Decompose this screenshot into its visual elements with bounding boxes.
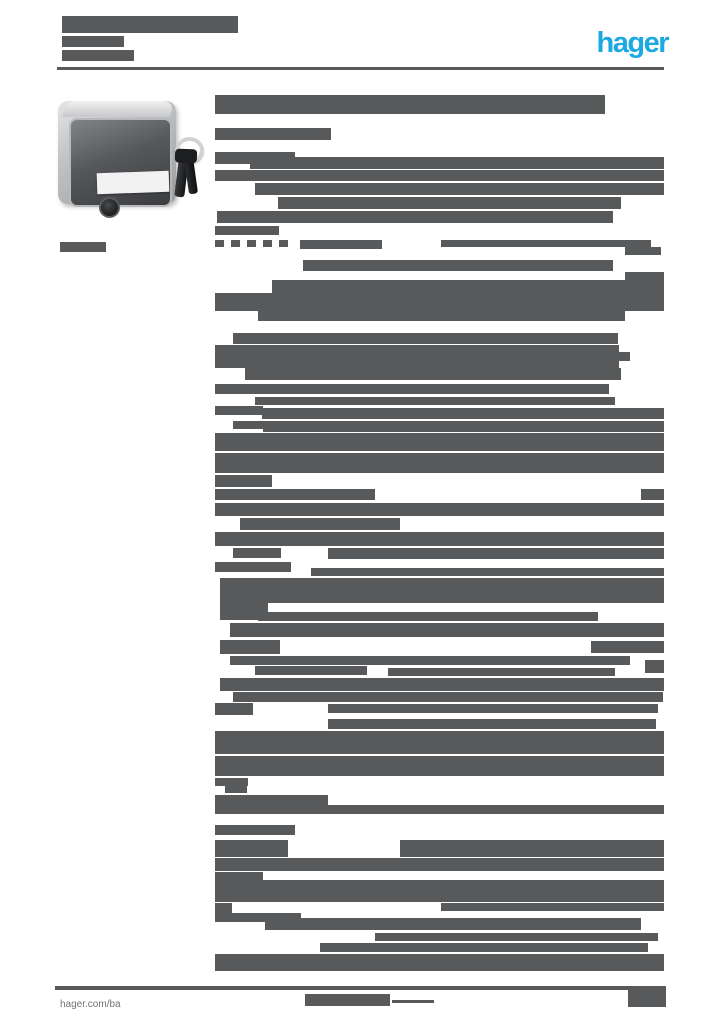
redacted-text-bar <box>215 795 328 805</box>
redacted-text-bar <box>215 240 224 247</box>
redacted-text-bar <box>215 954 664 971</box>
hager-logo: hager <box>596 27 670 59</box>
redacted-text-bar <box>255 666 367 675</box>
redacted-text-bar <box>55 986 666 990</box>
redacted-text-bar <box>263 880 664 902</box>
redacted-text-bar <box>215 128 331 140</box>
redacted-text-bar <box>215 903 232 916</box>
redacted-text-bar <box>265 918 641 930</box>
redacted-text-bar <box>400 840 664 857</box>
redacted-text-bar <box>262 408 664 419</box>
redacted-text-bar <box>233 692 663 702</box>
redacted-text-bar <box>641 489 664 500</box>
key-head-icon <box>174 148 198 164</box>
redacted-text-bar <box>215 384 609 394</box>
product-label-strip <box>96 170 170 195</box>
keys-image <box>171 137 204 207</box>
redacted-text-bar <box>215 503 664 516</box>
redacted-text-bar <box>258 311 625 321</box>
redacted-text-bar <box>215 433 664 451</box>
redacted-text-bar <box>591 641 664 653</box>
redacted-text-bar <box>57 67 664 70</box>
redacted-text-bar <box>215 345 619 368</box>
redacted-text-bar <box>392 1000 434 1003</box>
redacted-text-bar <box>220 640 280 654</box>
redacted-text-bar <box>300 240 382 249</box>
redacted-text-bar <box>258 612 598 621</box>
redacted-text-bar <box>255 183 664 195</box>
redacted-text-bar <box>272 280 664 293</box>
redacted-text-bar <box>215 95 605 114</box>
redacted-text-bar <box>60 242 106 252</box>
redacted-text-bar <box>215 475 272 487</box>
redacted-text-bar <box>625 247 661 255</box>
product-front-panel <box>69 118 172 218</box>
redacted-text-bar <box>628 990 666 1007</box>
redacted-text-bar <box>62 50 134 61</box>
redacted-text-bar <box>625 272 664 292</box>
redacted-text-bar <box>215 858 664 871</box>
redacted-text-bar <box>441 903 664 911</box>
redacted-text-bar <box>279 240 288 247</box>
redacted-text-bar <box>215 913 301 922</box>
redacted-text-bar <box>215 756 664 776</box>
redacted-text-bar <box>62 16 238 33</box>
redacted-text-bar <box>231 240 240 247</box>
redacted-text-bar <box>250 157 664 169</box>
redacted-text-bar <box>215 406 263 415</box>
redacted-text-bar <box>220 578 664 603</box>
footer-url[interactable]: hager.com/ba <box>55 992 168 1018</box>
redacted-text-bar <box>230 656 630 665</box>
redacted-text-bar <box>215 703 253 715</box>
redacted-text-bar <box>263 421 664 432</box>
redacted-text-bar <box>215 226 279 235</box>
redacted-text-bar <box>217 211 613 223</box>
redacted-text-bar <box>220 678 664 691</box>
redacted-text-bar <box>245 368 621 380</box>
redacted-text-bar <box>215 562 291 572</box>
redacted-text-bar <box>215 532 664 546</box>
redacted-text-bar <box>255 397 615 405</box>
redacted-text-bar <box>215 731 664 754</box>
redacted-text-bar <box>233 548 281 558</box>
redacted-text-bar <box>215 293 664 311</box>
redacted-text-bar <box>305 994 390 1006</box>
redacted-text-bar <box>233 421 263 429</box>
redacted-text-bar <box>62 36 124 47</box>
redacted-text-bar <box>247 240 256 247</box>
redacted-text-bar <box>608 352 630 361</box>
redacted-text-bar <box>225 784 247 793</box>
product-image <box>58 95 204 218</box>
redacted-text-bar <box>303 260 613 271</box>
redacted-text-bar <box>375 933 658 941</box>
redacted-text-bar <box>215 170 664 181</box>
keyhole-icon <box>99 197 120 218</box>
redacted-text-bar <box>215 778 248 786</box>
redacted-text-bar <box>388 668 615 676</box>
redacted-text-bar <box>215 805 664 814</box>
redacted-text-bar <box>215 152 295 164</box>
redacted-text-bar <box>233 333 618 344</box>
redacted-text-bar <box>645 660 664 673</box>
redacted-text-bar <box>220 603 268 620</box>
redacted-text-bar <box>215 840 288 857</box>
redacted-text-bar <box>278 197 621 209</box>
redacted-text-bar <box>263 240 272 247</box>
product-housing-top <box>62 101 174 117</box>
product-housing <box>58 101 176 218</box>
redacted-text-bar <box>328 719 656 729</box>
redacted-text-bar <box>215 872 263 902</box>
redacted-text-bar <box>311 568 664 576</box>
redacted-text-bar <box>320 943 648 952</box>
redacted-text-bar <box>328 548 664 559</box>
redacted-text-bar <box>441 240 651 247</box>
redacted-text-bar <box>328 704 658 713</box>
redacted-text-bar <box>215 489 375 500</box>
redacted-text-bar <box>230 623 664 637</box>
redacted-text-bar <box>240 518 400 530</box>
redacted-text-bar <box>215 453 664 473</box>
redacted-text-bar <box>215 825 295 835</box>
